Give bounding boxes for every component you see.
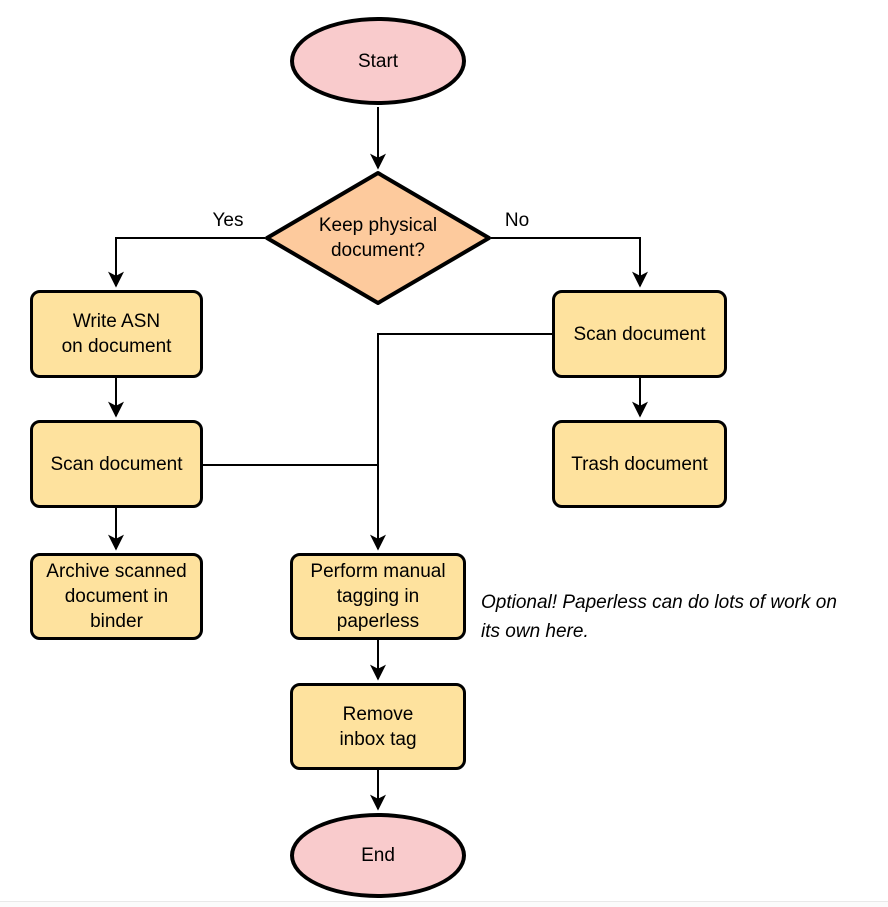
optional-annotation: Optional! Paperless can do lots of work … [481,592,837,642]
node-scan-document-right-label: Scan document [573,323,706,345]
edge-decision-yes-to-write-asn [108,237,265,288]
node-scan-document-left-label: Scan document [50,453,183,475]
node-write-asn-label: Write ASN on document [61,311,172,357]
edge-label-no: No [504,210,530,231]
edge-scan-right-to-tagging [370,333,552,551]
node-remove-inbox-tag-label: Remove inbox tag [339,703,417,750]
node-start: Start [290,17,466,105]
node-end: End [290,813,466,898]
node-trash-document-label: Trash document [571,453,708,475]
node-scan-document-left: Scan document [30,420,203,508]
node-decision-label: Keep physical document? [318,215,438,261]
node-scan-document-right: Scan document [552,290,727,378]
node-archive-binder-label: Archive scanned document in binder [46,561,187,632]
edge-label-yes: Yes [212,210,244,231]
node-archive-binder: Archive scanned document in binder [30,553,203,640]
node-decision: Keep physical document? [278,205,478,271]
page-bottom-strip [0,901,888,907]
node-write-asn: Write ASN on document [30,290,203,378]
edge-decision-no-to-scan-right [491,237,648,288]
node-manual-tagging-label: Perform manual tagging in paperless [310,561,446,632]
node-trash-document: Trash document [552,420,727,508]
node-remove-inbox-tag: Remove inbox tag [290,683,466,770]
decision-diamond-shape [265,171,491,305]
node-start-label: Start [357,50,399,72]
node-end-label: End [361,845,395,866]
node-manual-tagging: Perform manual tagging in paperless [290,553,466,640]
